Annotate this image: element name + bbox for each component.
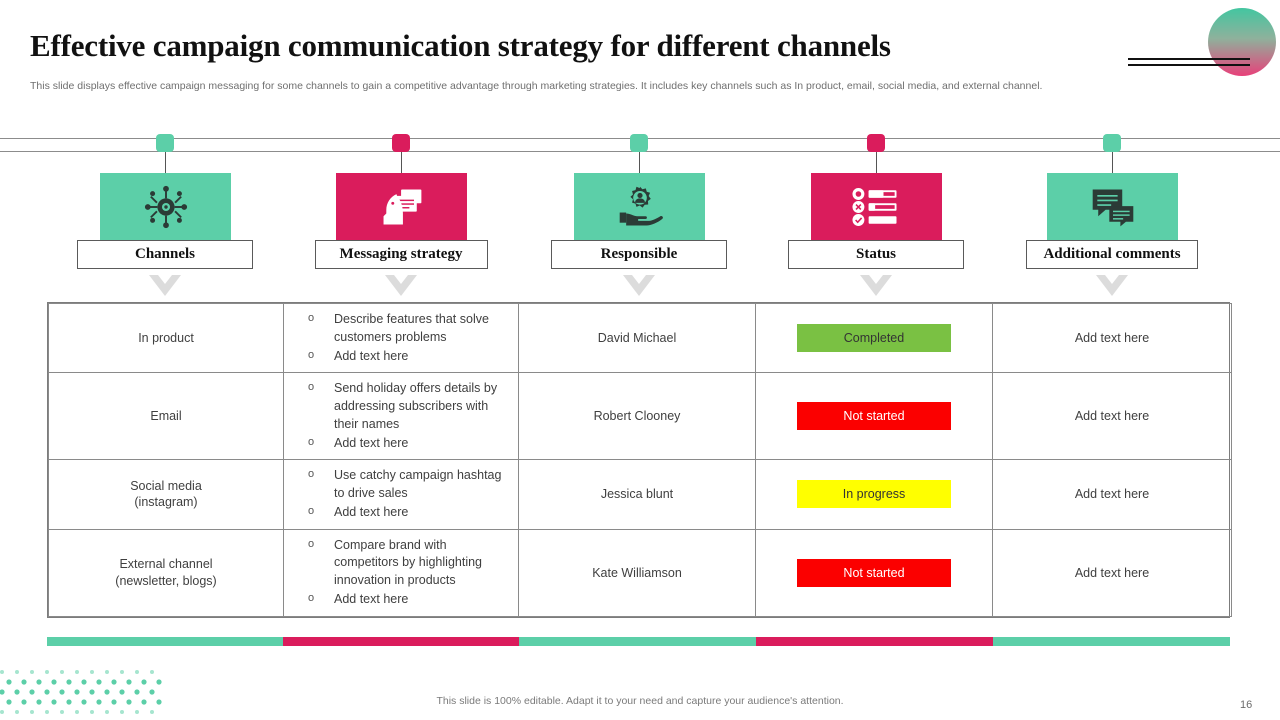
chevron-down-icon <box>149 275 181 297</box>
chevron-down-icon <box>623 275 655 297</box>
cell-status: In progress <box>755 459 993 530</box>
cell-messaging-strategy: Describe features that solve customers p… <box>283 302 519 374</box>
cell-additional-comments: Add text here <box>992 528 1232 617</box>
cell-additional-comments: Add text here <box>992 372 1232 461</box>
status-badge[interactable]: Not started <box>797 558 951 587</box>
chat-bubbles-icon <box>1089 185 1137 229</box>
channel-line: Email <box>150 408 182 423</box>
cell-status: Not started <box>755 372 993 461</box>
table-row: Email Send holiday offers details by addr… <box>48 372 1232 461</box>
accent-segment-3 <box>519 637 756 646</box>
cell-channel: External channel (newsletter, blogs) <box>48 528 284 617</box>
table-row: Social media (instagram) Use catchy campai… <box>48 459 1232 530</box>
timeline-node-3[interactable] <box>630 134 648 152</box>
channel-line: (newsletter, blogs) <box>115 573 217 588</box>
timeline-stem-4 <box>876 152 877 174</box>
chevron-down-icon <box>860 275 892 297</box>
cell-additional-comments: Add text here <box>992 302 1232 374</box>
column-header-messaging-strategy[interactable]: Messaging strategy <box>314 240 488 269</box>
gear-user-hand-icon <box>616 184 664 230</box>
cell-additional-comments: Add text here <box>992 459 1232 530</box>
network-hub-icon <box>143 184 189 230</box>
brand-logo-line-top <box>1128 58 1250 60</box>
status-badge[interactable]: In progress <box>797 480 951 509</box>
list-item: Add text here <box>298 591 514 609</box>
cell-status: Completed <box>755 302 993 374</box>
decorative-dots <box>0 670 162 714</box>
status-badge[interactable]: Not started <box>797 402 951 431</box>
brand-logo-line-bottom <box>1128 64 1250 66</box>
icon-tile-3 <box>574 173 705 241</box>
list-item: Add text here <box>298 348 514 366</box>
table-row: External channel (newsletter, blogs) Compa… <box>48 528 1232 617</box>
bullet-list: Send holiday offers details by addressin… <box>288 380 514 452</box>
bullet-list: Use catchy campaign hashtag to drive sal… <box>288 467 514 521</box>
bullet-list: Describe features that solve customers p… <box>288 311 514 365</box>
cell-channel: In product <box>48 302 284 374</box>
timeline-stem-1 <box>165 152 166 174</box>
cell-messaging-strategy: Use catchy campaign hashtag to drive sal… <box>283 459 519 530</box>
table-row: In product Describe features that solve c… <box>48 302 1232 374</box>
bullet-list: Compare brand with competitors by highli… <box>288 537 514 609</box>
icon-tile-2 <box>336 173 467 241</box>
accent-segment-5 <box>993 637 1230 646</box>
list-item: Describe features that solve customers p… <box>298 311 514 347</box>
cell-channel: Social media (instagram) <box>48 459 284 530</box>
icon-tile-1 <box>100 173 231 241</box>
channel-line: In product <box>138 330 194 345</box>
accent-segment-2 <box>283 637 519 646</box>
column-header-label: Additional comments <box>1043 246 1181 262</box>
accent-segment-4 <box>756 637 993 646</box>
timeline-node-2[interactable] <box>392 134 410 152</box>
channel-line: (instagram) <box>134 495 198 510</box>
page-number: 16 <box>1240 699 1253 711</box>
footer-note: This slide is 100% editable. Adapt it to… <box>436 695 844 707</box>
cell-responsible: David Michael <box>518 302 756 374</box>
cell-messaging-strategy: Compare brand with competitors by highli… <box>283 528 519 617</box>
list-item: Add text here <box>298 435 514 453</box>
timeline-stem-5 <box>1112 152 1113 174</box>
list-item: Compare brand with competitors by highli… <box>298 537 514 590</box>
chevron-down-icon <box>1096 275 1128 297</box>
timeline-node-4[interactable] <box>867 134 885 152</box>
cell-channel: Email <box>48 372 284 461</box>
page-subtitle: This slide displays effective campaign m… <box>30 80 1043 92</box>
chess-knight-message-icon <box>378 184 426 230</box>
accent-segment-1 <box>47 637 283 646</box>
cell-responsible: Jessica blunt <box>518 459 756 530</box>
cell-responsible: Kate Williamson <box>518 528 756 617</box>
timeline-node-5[interactable] <box>1103 134 1121 152</box>
icon-tile-4 <box>811 173 942 241</box>
timeline-stem-2 <box>401 152 402 174</box>
chevron-down-icon <box>385 275 417 297</box>
page-title: Effective campaign communication strateg… <box>30 28 891 63</box>
channel-line: Social media <box>130 478 202 493</box>
status-badge[interactable]: Completed <box>797 324 951 353</box>
list-item: Add text here <box>298 504 514 522</box>
column-header-responsible[interactable]: Responsible <box>551 240 727 269</box>
timeline-node-1[interactable] <box>156 134 174 152</box>
cell-messaging-strategy: Send holiday offers details by addressin… <box>283 372 519 461</box>
checklist-icon <box>851 187 903 227</box>
column-header-label: Channels <box>134 246 196 262</box>
channel-line: External channel <box>119 556 213 571</box>
timeline-stem-3 <box>639 152 640 174</box>
column-header-label: Messaging strategy <box>339 246 463 262</box>
column-header-label: Status <box>855 246 896 262</box>
cell-status: Not started <box>755 528 993 617</box>
column-header-label: Responsible <box>600 246 678 262</box>
list-item: Send holiday offers details by addressin… <box>298 380 514 433</box>
cell-responsible: Robert Clooney <box>518 372 756 461</box>
column-header-additional-comments[interactable]: Additional comments <box>1026 240 1198 269</box>
strategy-table: In product Describe features that solve c… <box>47 302 1232 618</box>
icon-tile-5 <box>1047 173 1178 241</box>
column-header-channels[interactable]: Channels <box>77 240 253 269</box>
column-header-status[interactable]: Status <box>788 240 964 269</box>
list-item: Use catchy campaign hashtag to drive sal… <box>298 467 514 503</box>
